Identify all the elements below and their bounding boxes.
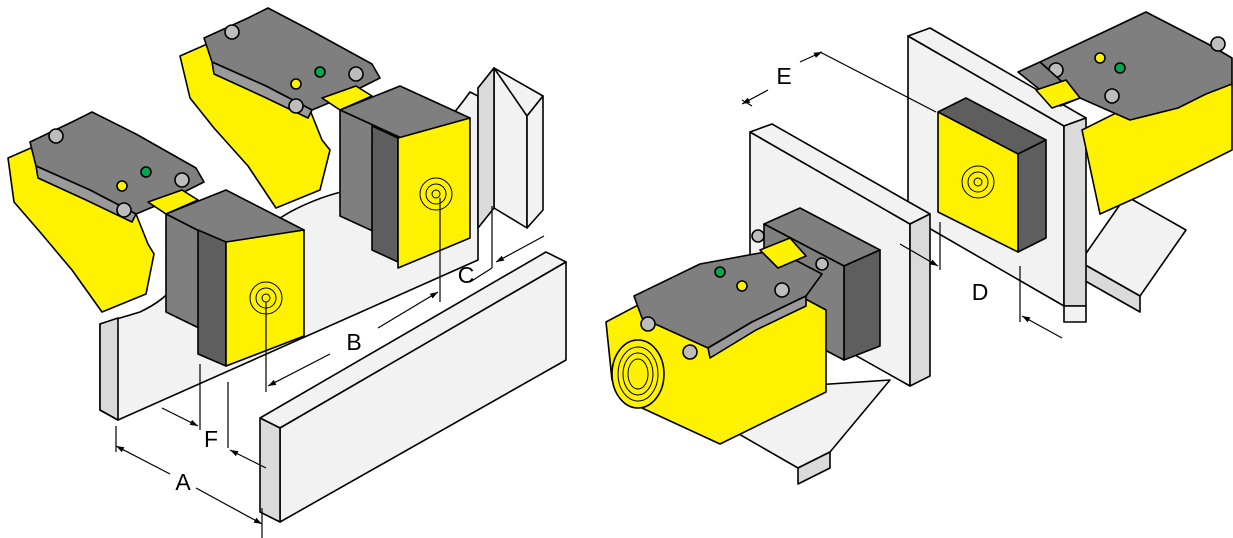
led-green: [714, 266, 726, 278]
left-sensor-front: [7, 111, 305, 367]
right-bracket-front: [605, 123, 931, 485]
dimension-d: D: [899, 222, 1063, 339]
left-target-plate-front: [259, 251, 567, 523]
led-green: [140, 166, 152, 178]
led-yellow: [290, 78, 302, 90]
dimension-a: A: [115, 426, 263, 538]
dimension-label-c: C: [458, 262, 475, 288]
sensor-back-face: [397, 117, 471, 269]
right-target-face: [937, 111, 1019, 253]
sensor-front-face: [225, 229, 305, 367]
right-figure: E D: [605, 11, 1233, 485]
dimension-b: B: [265, 198, 441, 392]
led-yellow: [116, 180, 128, 192]
dimension-c: C: [458, 206, 545, 288]
dimension-label-a: A: [175, 469, 191, 495]
dimension-label-d: D: [972, 279, 989, 305]
dimension-f: F: [161, 364, 267, 469]
led-green: [314, 66, 326, 78]
led-green: [1114, 62, 1126, 74]
dimension-e: E: [741, 51, 937, 113]
left-target-plate-upper: [477, 67, 544, 229]
led-yellow: [1094, 52, 1106, 64]
dimension-label-b: B: [346, 329, 361, 355]
dimension-label-f: F: [204, 426, 218, 452]
dimension-label-e: E: [776, 63, 791, 89]
left-figure: A F B C: [7, 7, 567, 538]
led-yellow: [736, 280, 748, 292]
left-sensor-back: [179, 7, 471, 269]
right-bracket-back: [907, 11, 1233, 323]
